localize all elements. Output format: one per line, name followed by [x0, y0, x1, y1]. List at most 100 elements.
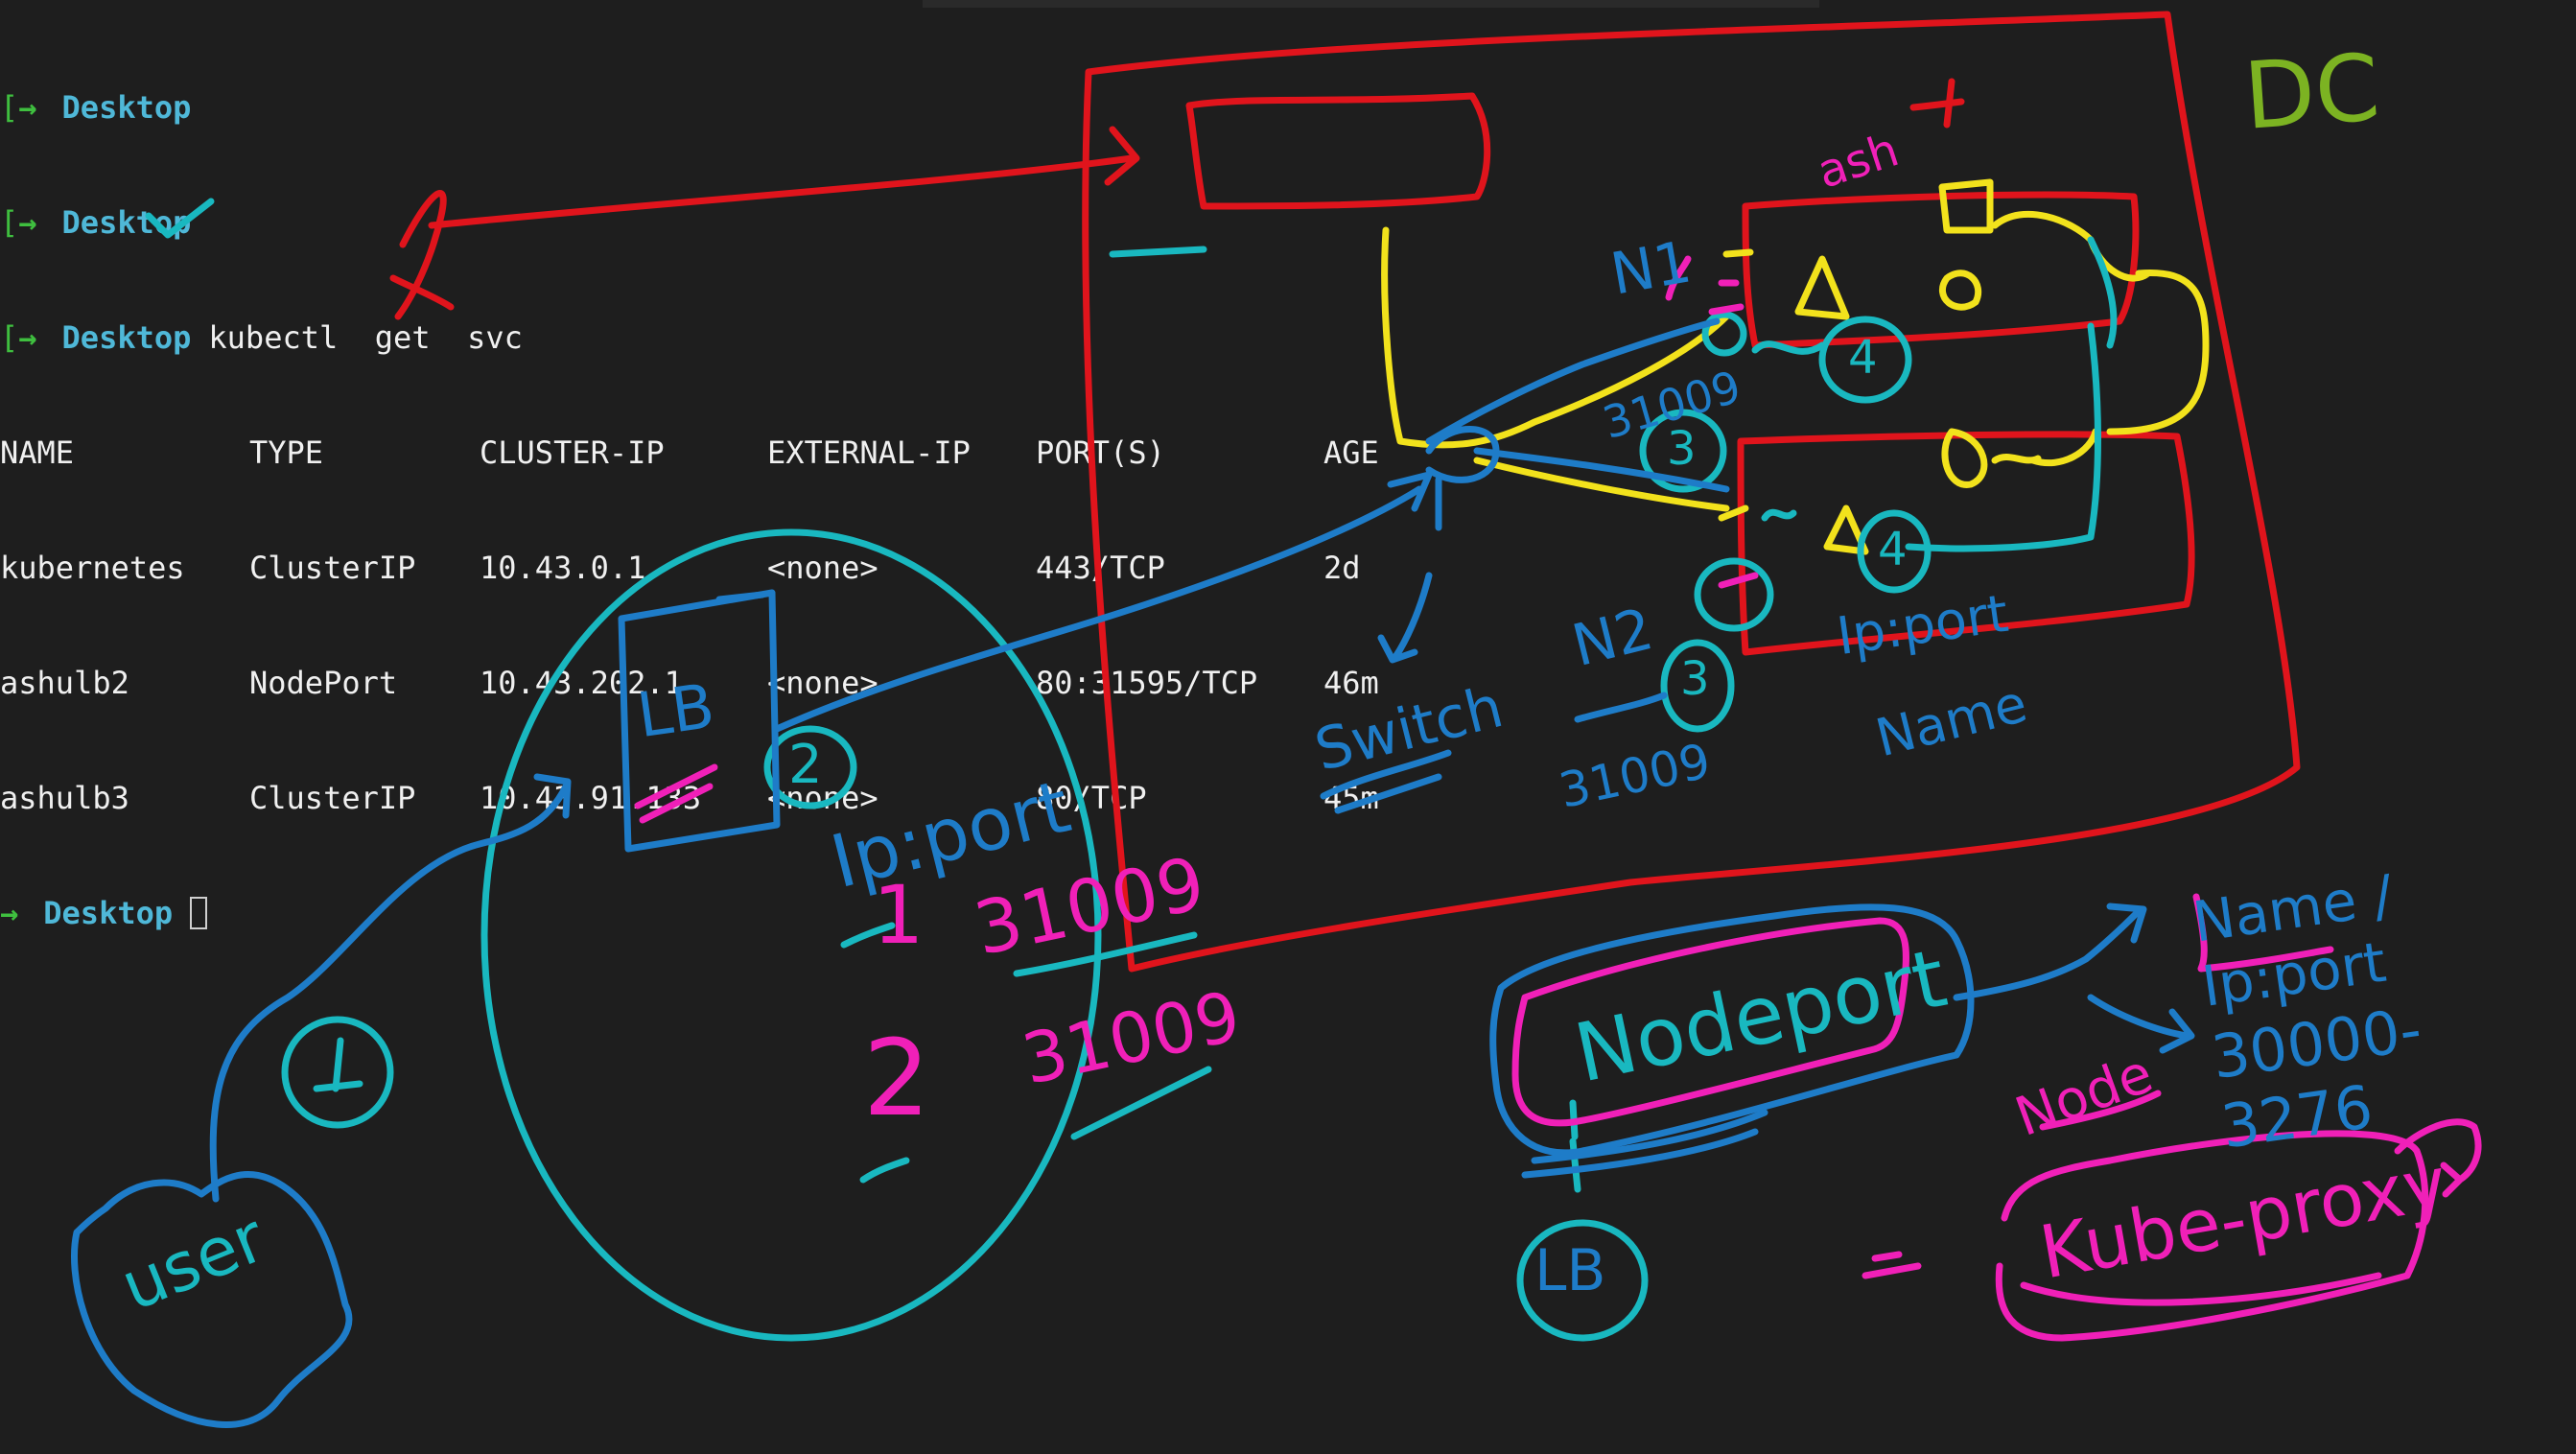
user-cloud [71, 1170, 353, 1428]
teal-dash-1 [840, 922, 896, 949]
nodeport-to-name-arrow [1953, 907, 2143, 1001]
red-arrowhead [1104, 126, 1140, 186]
cell-cluster-ip: 10.43.202.1 [480, 665, 683, 701]
node2-box [1737, 431, 2195, 656]
yellow-square-top [1938, 178, 1994, 234]
nodeport-underline [1521, 1109, 1768, 1179]
yellow-dash-2 [1718, 504, 1749, 522]
node2-pink-marks [1708, 279, 1745, 316]
circle-4-top [1818, 316, 1912, 404]
cell-age: 2d [1323, 550, 1361, 586]
annotation-dc: DC [2240, 34, 2383, 151]
n1-pink [1665, 255, 1692, 301]
checkmark-icon [145, 198, 215, 239]
col-header-cluster-ip: CLUSTER-IP [480, 434, 665, 471]
red-bracket-top [1185, 92, 1491, 210]
prompt-cwd: Desktop [43, 895, 174, 931]
cell-external-ip: <none> [767, 550, 878, 586]
kubeproxy-curl [2394, 1118, 2482, 1198]
tab-bar [0, 0, 2576, 8]
kubeproxy-outline [1995, 1130, 2429, 1342]
annotation-circle-3a: 3 [1667, 422, 1697, 476]
n2-underline [1574, 692, 1668, 723]
annotation-circle-4a: 4 [1848, 331, 1878, 385]
lb-top-tick [715, 591, 766, 603]
prompt-line: [→Desktop [0, 89, 192, 126]
blue-ink-layer [71, 317, 2195, 1428]
kubeproxy-outline-2 [2020, 1272, 2382, 1306]
col-header-age: AGE [1323, 434, 1379, 471]
name-arrowhead [2106, 903, 2147, 944]
yellow-dash [1722, 248, 1754, 258]
circle-lb-small [1516, 1219, 1649, 1342]
pod-triangle-bottom [1823, 504, 1869, 555]
col-header-external-ip: EXTERNAL-IP [767, 434, 971, 471]
yellow-ink-layer [1381, 178, 2210, 555]
circle-1-glyph [313, 1037, 363, 1092]
annotation-mark-2: 2 [863, 1017, 930, 1139]
teal-tilde-top [1751, 340, 1826, 355]
prompt-command: kubectl get svc [208, 319, 523, 356]
port-underline-2 [1070, 1066, 1212, 1140]
cell-ports: 80:31595/TCP [1036, 665, 1258, 701]
teal-tilde-bottom [1761, 508, 1797, 522]
pod-triangle-top [1794, 255, 1850, 320]
annotation-circle-3b: 3 [1680, 652, 1710, 706]
prompt-arrow-icon: → [18, 204, 37, 241]
red-strike-line [428, 154, 1136, 229]
teal-link-right [1905, 236, 2118, 552]
yellow-o [1938, 270, 1982, 311]
red-ink-layer [389, 11, 2301, 973]
col-header-type: TYPE [249, 434, 324, 471]
switch-underline [1320, 749, 1452, 814]
cell-cluster-ip: 10.43.0.1 [480, 550, 646, 586]
ash-minus [1909, 78, 1965, 129]
yellow-link-bottom [1473, 457, 1730, 512]
nodeport-outline [1511, 917, 1909, 1127]
cluster-circle [480, 528, 1102, 1342]
annotation-circle-4b: 4 [1878, 523, 1908, 576]
circle-node-top-small [1701, 311, 1747, 357]
teal-dash-2 [859, 1157, 910, 1184]
col-header-ports: PORT(S) [1036, 434, 1165, 471]
circle-1-user [281, 1016, 394, 1129]
cell-type: ClusterIP [249, 780, 416, 816]
prompt-arrow-icon: → [18, 89, 37, 126]
teal-ink-layer [145, 198, 2118, 1342]
magenta-ink-layer [634, 255, 2482, 1342]
nodeport-blob [1489, 903, 1975, 1157]
switch-node [1425, 317, 1730, 531]
prompt-arrow-icon: → [18, 319, 37, 356]
switch-arrowhead [1387, 471, 1433, 512]
cell-name: ashulb2 [0, 665, 129, 701]
active-tab[interactable] [923, 0, 1819, 8]
circle-3-top [1639, 409, 1727, 493]
circle-node-bottom-small [1694, 557, 1774, 632]
annotation-lb-small: LB [1534, 1237, 1606, 1304]
user-arrowhead [533, 773, 572, 819]
circle-2 [763, 725, 857, 809]
switch-down-arrow [1377, 572, 1433, 664]
node2-pink-mark-b [1718, 572, 1759, 589]
col-header-name: NAME [0, 434, 75, 471]
circle-3-bottom [1660, 639, 1735, 733]
user-to-lb-arrow [209, 783, 570, 1203]
yellow-o-bottom [1941, 428, 2042, 488]
cursor-block[interactable] [190, 897, 208, 929]
annotation-n1: N1 [1605, 228, 1697, 309]
prompt-arrow-icon: → [0, 895, 19, 931]
name-box [2192, 893, 2334, 973]
node1-box [1742, 191, 2140, 349]
cell-name: kubernetes [0, 550, 185, 586]
yellow-link-top [1381, 226, 1730, 449]
teal-underline-ports [1109, 246, 1207, 258]
dc-boundary [1082, 11, 2301, 973]
lb-to-switch-line [773, 485, 1423, 733]
cell-ports: 80/TCP [1036, 780, 1147, 816]
table-header: NAME TYPE CLUSTER-IP EXTERNAL-IP PORT(S) AGE [0, 434, 1379, 472]
lb-strikes [634, 763, 718, 824]
